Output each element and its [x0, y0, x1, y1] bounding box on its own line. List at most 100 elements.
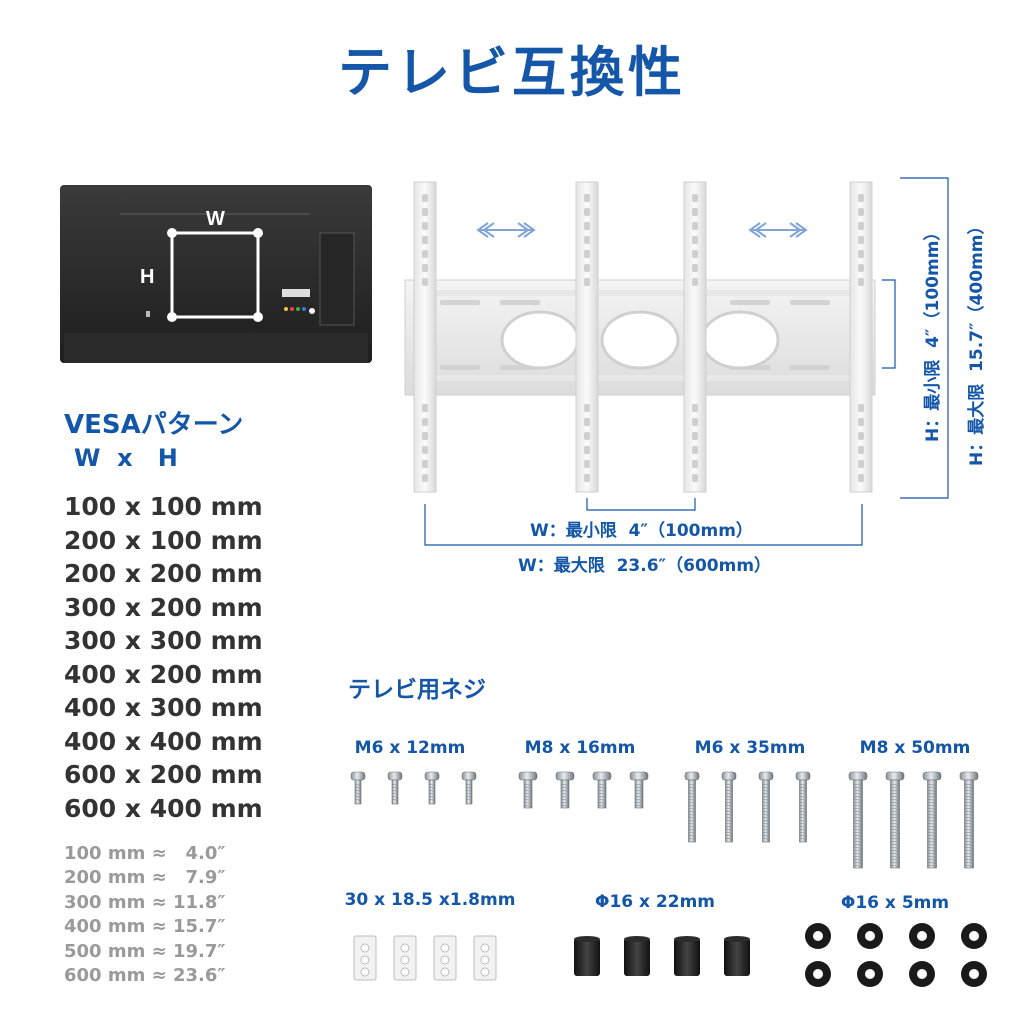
plate-hole: [700, 310, 780, 370]
vesa-pattern-item: 400 x 400 mm: [64, 726, 263, 756]
plate-hole: [500, 310, 580, 370]
screw: [922, 771, 942, 869]
arm-hole: [692, 474, 698, 482]
conversion-item: 200 mm ≈ 7.9″: [64, 867, 226, 889]
arm-hole: [692, 278, 698, 286]
vesa-pattern-item: 200 x 200 mm: [64, 559, 263, 588]
vesa-hole: [167, 312, 177, 322]
arm-hole: [858, 250, 864, 258]
arm-hole: [858, 208, 864, 216]
sleeve: [624, 936, 650, 976]
sleeve: [724, 936, 750, 976]
adjust-arrows-left: [476, 222, 536, 238]
vesa-pattern-list: 100 x 100 mm 200 x 100 mm 200 x 200 mm 300 …: [64, 490, 263, 825]
mount-arm: [683, 181, 707, 493]
vesa-pattern-item: 400 x 200 mm: [64, 659, 263, 689]
vesa-pattern-item: 600 x 400 mm: [64, 793, 263, 823]
arm-hole: [692, 236, 698, 244]
vesa-pattern-item: 200 x 100 mm: [64, 525, 263, 555]
vesa-pattern-item: 100 x 100 mm: [64, 492, 263, 521]
screw: [848, 771, 868, 869]
adjust-arrows-right: [748, 222, 808, 238]
washer: [857, 961, 883, 987]
screw: [424, 771, 440, 805]
arm-hole: [584, 446, 590, 454]
w-max-label: W：最大限 23.6″（600mm）: [518, 556, 772, 576]
w-min-label: W：最小限 4″（100mm）: [530, 521, 753, 541]
arm-hole: [858, 236, 864, 244]
arm-hole: [422, 236, 428, 244]
plate-hole: [600, 310, 680, 370]
screw: [959, 771, 979, 869]
arm-hole: [584, 250, 590, 258]
screw: [758, 771, 774, 843]
arm-hole: [422, 278, 428, 286]
screw-label: M6 x 12mm: [354, 738, 466, 758]
arm-hole: [692, 208, 698, 216]
arm-hole: [584, 474, 590, 482]
screw: [684, 771, 700, 843]
screw: [592, 771, 612, 809]
tv-body: [60, 185, 372, 363]
screw: [629, 771, 649, 809]
vesa-pattern-item: 600 x 200 mm: [64, 760, 263, 789]
arm-hole: [422, 474, 428, 482]
conversion-list: 100 mm ≈ 4.0″200 mm ≈ 7.9″300 mm ≈ 11.8″…: [64, 842, 225, 988]
tv-w-label: W: [206, 208, 225, 230]
vesa-hole: [167, 228, 177, 238]
arm-hole: [858, 194, 864, 202]
screw: [387, 771, 403, 805]
conversion-item: 400 mm ≈ 15.7″: [64, 916, 226, 938]
mount-arm: [575, 181, 599, 493]
arm-hole: [584, 194, 590, 202]
arm-hole: [858, 446, 864, 454]
arm-hole: [858, 278, 864, 286]
washer: [961, 923, 987, 949]
arm-hole: [584, 278, 590, 286]
washer-label: Φ16 x 5mm: [840, 893, 950, 913]
arm-hole: [422, 432, 428, 440]
arm-hole: [858, 432, 864, 440]
conversion-item: 600 mm ≈ 23.6″: [64, 964, 226, 986]
screw: [795, 771, 811, 843]
arm-hole: [584, 264, 590, 272]
arm-hole: [692, 460, 698, 468]
screw: [721, 771, 737, 843]
arm-hole: [692, 418, 698, 426]
w-max-bracket: [424, 504, 863, 546]
arm-hole: [422, 404, 428, 412]
vesa-subheading: W x H: [74, 444, 178, 472]
arm-hole: [858, 404, 864, 412]
conversion-item: 100 mm ≈ 4.0″: [64, 843, 226, 864]
vesa-hole: [253, 228, 263, 238]
mount-bracket-illustration: [404, 177, 949, 546]
washer: [857, 923, 883, 949]
spacer-label: 30 x 18.5 x1.8mm: [344, 890, 516, 910]
hardware-illustrations: [350, 771, 987, 987]
arm-hole: [584, 418, 590, 426]
spacer-plate: [473, 935, 497, 981]
arm-hole: [584, 208, 590, 216]
arm-hole: [422, 194, 428, 202]
washer: [909, 923, 935, 949]
arm-hole: [422, 264, 428, 272]
vesa-pattern-item: 300 x 300 mm: [64, 626, 263, 655]
arm-hole: [584, 404, 590, 412]
arm-hole: [692, 264, 698, 272]
h-min-bracket: [882, 279, 896, 369]
washer: [961, 961, 987, 987]
arm-hole: [858, 460, 864, 468]
arm-hole: [858, 418, 864, 426]
screw-label: M8 x 16mm: [524, 738, 636, 758]
screw: [518, 771, 538, 809]
arm-hole: [422, 446, 428, 454]
arm-hole: [692, 250, 698, 258]
spacer-plate: [393, 935, 417, 981]
vesa-heading: VESAパターン: [64, 410, 244, 440]
page-title: テレビ互換性: [338, 41, 686, 104]
sleeve: [674, 936, 700, 976]
arm-hole: [692, 446, 698, 454]
arm-hole: [692, 194, 698, 202]
spacer-plate: [353, 935, 377, 981]
arm-hole: [858, 222, 864, 230]
